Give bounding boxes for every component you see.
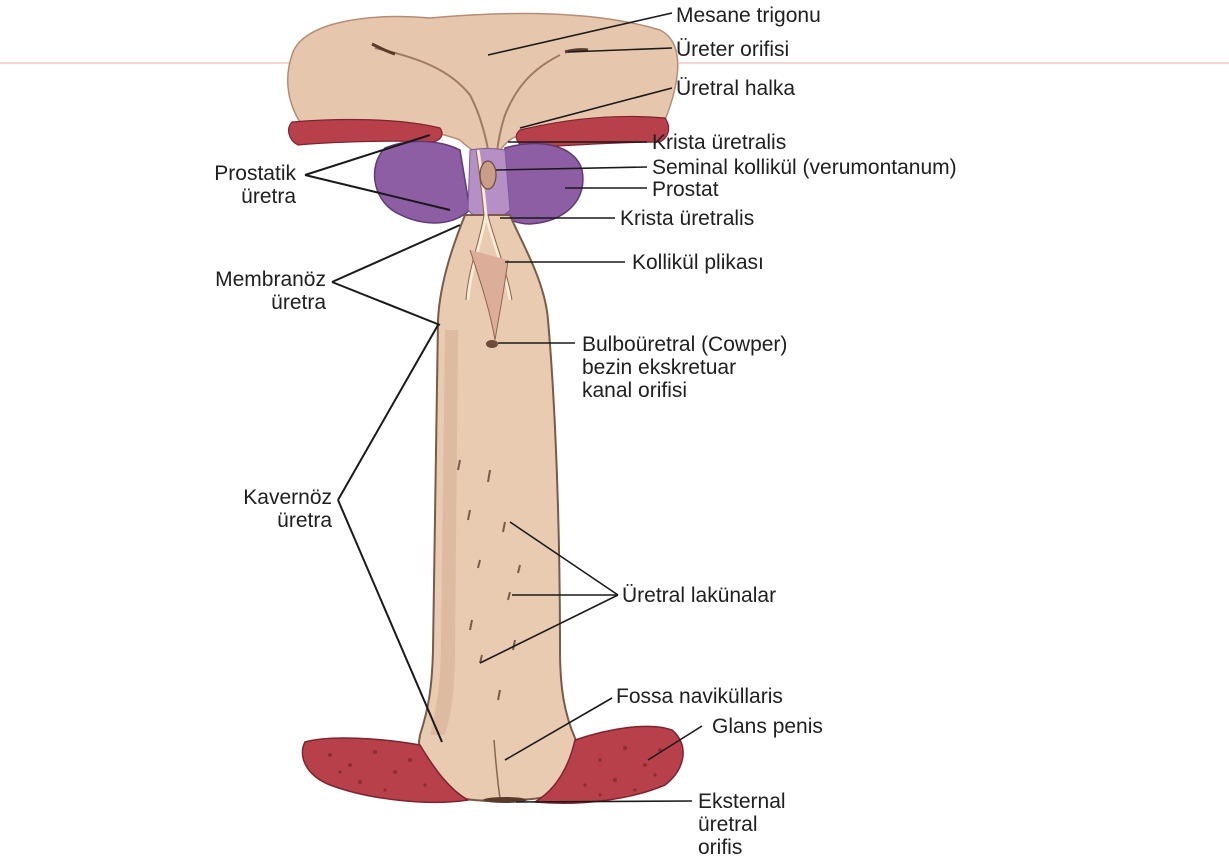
label-krista-uretralis-1: Krista üretralis (652, 131, 786, 154)
label-kollikul-plikasi: Kollikül plikası (632, 251, 764, 274)
label-kavernoz-uretra: Kavernöz üretra (110, 486, 332, 532)
prostate-shape-right (500, 144, 583, 224)
label-membranoz-line2: üretra (100, 291, 326, 314)
label-bulbouretral: Bulboüretral (Cowper) bezin ekskretuar k… (582, 333, 787, 402)
label-kavernoz-line2: üretra (110, 509, 332, 532)
leader-membranoz-a (332, 225, 460, 282)
label-eksternal: Eksternal üretral orifis (698, 790, 786, 859)
leader-membranoz-b (332, 282, 440, 325)
label-prostatik-uretra: Prostatik üretra (130, 162, 296, 208)
label-fossa-navikularis: Fossa naviküllaris (616, 685, 783, 708)
label-seminal-kollikul: Seminal kollikül (verumontanum) (652, 156, 957, 179)
label-membranoz-uretra: Membranöz üretra (100, 268, 326, 314)
label-bulbouretral-line2: bezin ekskretuar (582, 356, 787, 379)
label-membranoz-line1: Membranöz (100, 268, 326, 291)
label-kavernoz-line1: Kavernöz (110, 486, 332, 509)
label-prostatik-line1: Prostatik (130, 162, 296, 185)
label-prostat: Prostat (652, 178, 719, 201)
label-mesane-trigonu: Mesane trigonu (676, 4, 821, 27)
prostate-shape (375, 141, 470, 223)
label-ureter-orifisi: Üreter orifisi (676, 38, 789, 61)
leader-kavernoz-b (338, 500, 442, 742)
label-eksternal-line3: orifis (698, 836, 786, 859)
label-krista-uretralis-2: Krista üretralis (620, 207, 754, 230)
leader-kavernoz-a (338, 325, 438, 500)
label-uretral-halka: Üretral halka (676, 77, 795, 100)
label-bulbouretral-line1: Bulboüretral (Cowper) (582, 333, 787, 356)
label-uretral-lakunalar: Üretral lakünalar (622, 584, 776, 607)
label-eksternal-line1: Eksternal (698, 790, 786, 813)
label-glans-penis: Glans penis (712, 715, 823, 738)
label-prostatik-line2: üretra (130, 185, 296, 208)
seminal-colliculus (480, 161, 496, 189)
label-eksternal-line2: üretral (698, 813, 786, 836)
leader-eksternal (516, 801, 692, 802)
bulbourethral-orifice (486, 340, 498, 348)
label-bulbouretral-line3: kanal orifisi (582, 379, 787, 402)
